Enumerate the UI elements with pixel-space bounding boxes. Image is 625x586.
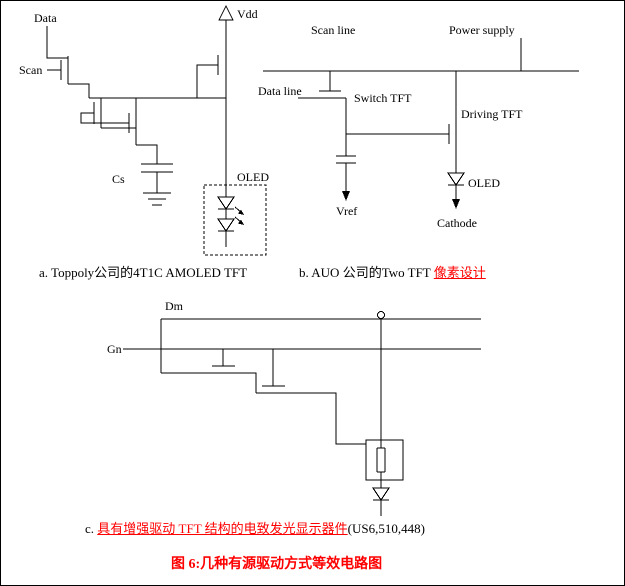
circuit-b-wires [263, 38, 579, 173]
oled-symbol [217, 185, 244, 247]
label-dm: Dm [165, 299, 184, 313]
caption-b-link[interactable]: 像素设计 [433, 265, 486, 280]
label-data-line: Data line [258, 84, 302, 98]
figure-caption-text: 图 6:几种有源驱动方式等效电路图 [171, 557, 383, 572]
label-scan: Scan [19, 63, 42, 77]
label-oled-b: OLED [468, 176, 500, 190]
label-oled-a: OLED [237, 170, 269, 184]
oled-dashed-box [203, 184, 267, 256]
label-data: Data [34, 11, 57, 25]
cathode-arrow-icon [452, 199, 460, 209]
circuit-c-wires [123, 318, 481, 488]
storage-capacitor-symbol-b [336, 155, 356, 191]
caption-b-text: b. AUO 公司的Two TFT [299, 265, 434, 280]
enhanced-tft-box [365, 439, 404, 481]
oled-symbol-b [447, 172, 465, 199]
label-cs: Cs [112, 172, 125, 186]
label-power-supply: Power supply [449, 23, 515, 37]
terminal-node-icon [377, 311, 385, 319]
label-scan-line: Scan line [311, 23, 355, 37]
circuit-a-schematic: Data Scan Vdd Cs OLED [19, 4, 269, 256]
label-driving-tft: Driving TFT [461, 107, 523, 121]
storage-capacitor-symbol [141, 163, 173, 193]
caption-circuit-a: a. Toppoly公司的4T1C AMOLED TFT [39, 262, 247, 281]
label-cathode: Cathode [437, 216, 477, 230]
label-vdd: Vdd [237, 7, 258, 21]
caption-c-text: c. [85, 521, 98, 536]
ground-symbol [143, 192, 171, 206]
caption-a-text: a. Toppoly公司的4T1C AMOLED TFT [39, 265, 248, 280]
circuit-c-schematic: Dm Gn [107, 299, 481, 516]
caption-c-suffix: (US6,510,448) [347, 521, 425, 536]
diode-symbol-c [372, 487, 390, 516]
circuit-a-wires [46, 20, 227, 185]
label-vref: Vref [336, 204, 357, 218]
label-switch-tft: Switch TFT [354, 91, 412, 105]
vref-arrow-icon [342, 191, 350, 201]
caption-circuit-b: b. AUO 公司的Two TFT 像素设计 [299, 262, 486, 281]
figure-caption: 图 6:几种有源驱动方式等效电路图 [171, 553, 382, 573]
label-gn: Gn [107, 342, 122, 356]
caption-circuit-c: c. 具有增强驱动 TFT 结构的电致发光显示器件(US6,510,448) [85, 518, 425, 537]
caption-c-link[interactable]: 具有增强驱动 TFT 结构的电致发光显示器件 [97, 521, 348, 536]
vdd-terminal-icon [218, 4, 234, 21]
circuit-b-schematic: Scan line Power supply Data line Switch … [258, 23, 579, 230]
